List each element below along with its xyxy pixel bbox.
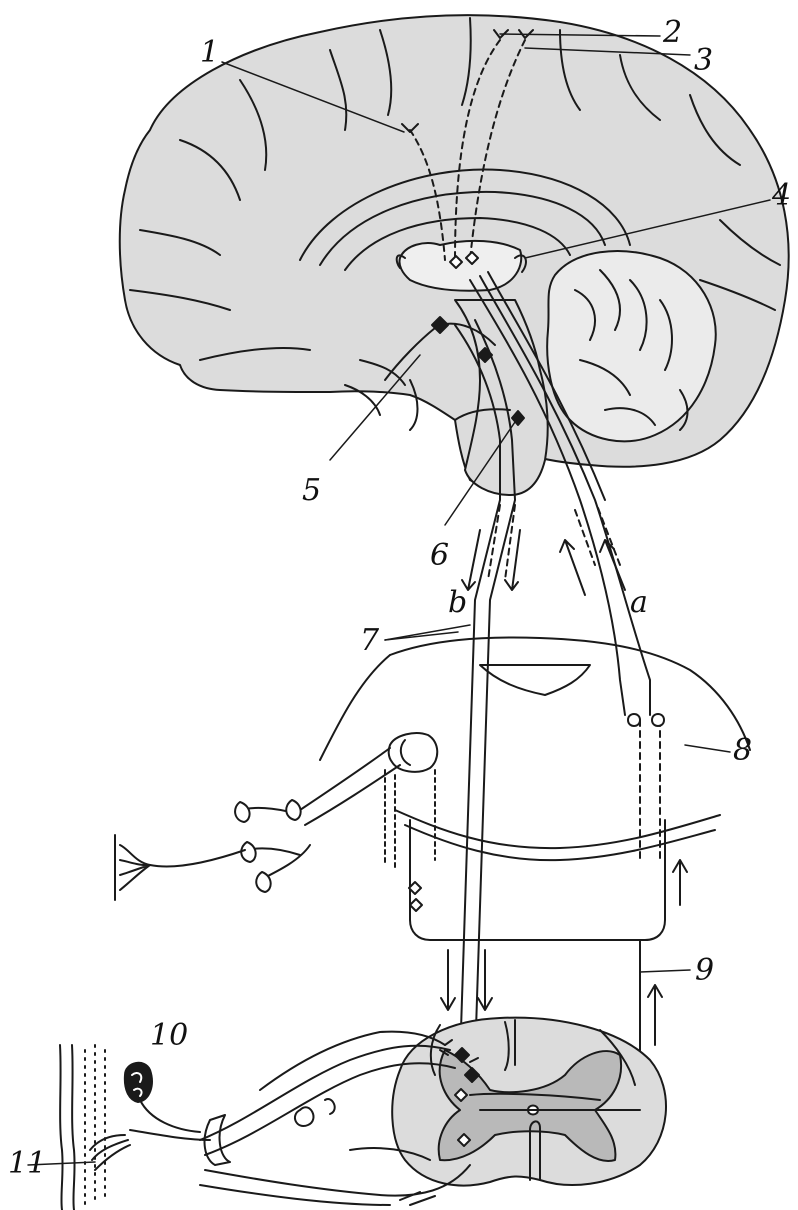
peripheral-fiber — [150, 850, 245, 867]
spindle-fiber — [140, 1100, 200, 1132]
ganglion-open-left — [628, 714, 640, 726]
receptor-cluster — [90, 1135, 130, 1170]
label-4: 4 — [771, 178, 791, 213]
arrow-up-low-right — [648, 985, 662, 1045]
spinal-ganglion-body — [389, 733, 438, 772]
central-canal-top — [480, 665, 590, 695]
label-9: 9 — [695, 953, 714, 988]
label-2: 2 — [662, 15, 682, 50]
thalamus — [399, 241, 521, 291]
label-6: 6 — [430, 538, 449, 573]
leader-8 — [685, 745, 730, 752]
meninges-upper — [390, 638, 750, 750]
label-10: 10 — [150, 1018, 188, 1053]
muscle-spindle — [125, 1063, 152, 1102]
ganglion-open-right — [652, 714, 664, 726]
skin-surface — [60, 1045, 63, 1210]
arrow-down-b-left — [462, 530, 480, 590]
receptor-top — [115, 835, 150, 900]
leader-9 — [640, 970, 690, 972]
inner-loop — [410, 820, 665, 940]
skin-dotted — [85, 1045, 105, 1205]
arrow-down-left-1 — [441, 950, 455, 1010]
loop-root — [295, 1099, 335, 1126]
nerve-ends — [235, 800, 301, 892]
label-11: 11 — [8, 1146, 46, 1181]
label-8: 8 — [733, 733, 752, 768]
arrow-down-left-2 — [478, 950, 492, 1010]
skin-dermis — [72, 1045, 75, 1210]
label-a: a — [630, 585, 648, 620]
skin — [60, 1045, 200, 1210]
label-1: 1 — [200, 35, 219, 70]
loop-dash-right — [640, 720, 660, 860]
label-b: b — [448, 585, 467, 620]
arrow-up-mid-right — [673, 860, 687, 905]
label-3: 3 — [694, 43, 713, 78]
spinal-cord — [392, 1018, 666, 1186]
label-5: 5 — [302, 473, 321, 508]
meninges-left — [320, 655, 390, 760]
synapse-mid-2 — [410, 899, 422, 911]
arrow-up-a-left — [560, 540, 585, 595]
label-7: 7 — [360, 623, 380, 658]
